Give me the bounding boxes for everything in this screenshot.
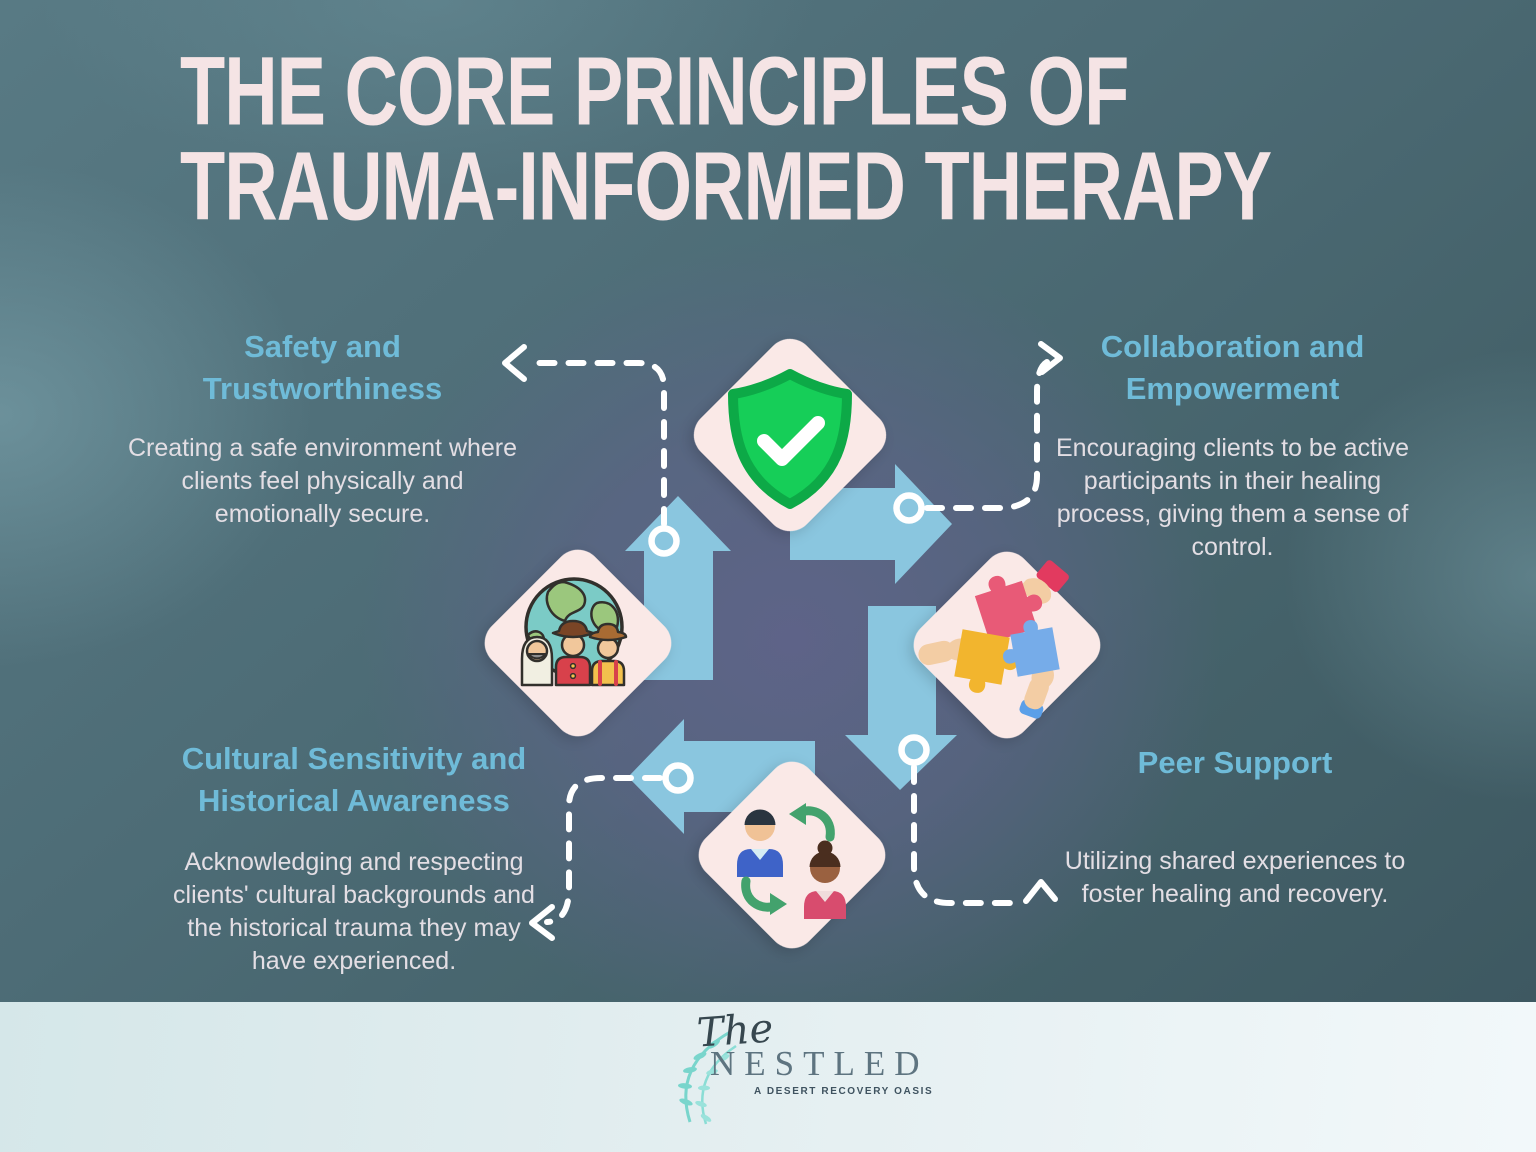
globe-diversity-icon — [520, 577, 628, 687]
page-title: THE CORE PRINCIPLES OF TRAUMA-INFORMED T… — [180, 36, 1272, 235]
connector-peer-support — [898, 734, 1058, 906]
connector-cultural — [529, 762, 694, 941]
puzzle-teamwork-icon — [918, 560, 1069, 719]
leaf-branch-icon — [678, 1030, 737, 1125]
principle-cultural-body: Acknowledging and respecting clients' cu… — [173, 848, 535, 975]
brand-logo: The NESTLED A DESERT RECOVERY OASIS — [642, 1005, 962, 1142]
principle-safety: Safety and Trustworthiness Creating a sa… — [115, 326, 530, 531]
heading-line: Peer Support — [1137, 745, 1333, 780]
principle-safety-body: Creating a safe environment where client… — [127, 434, 518, 528]
heading-line: Safety and — [244, 329, 401, 364]
brand-tagline: A DESERT RECOVERY OASIS — [754, 1086, 934, 1097]
heading-line: Trustworthiness — [202, 371, 443, 406]
connector-collaboration — [893, 341, 1063, 524]
page-title-line1: THE CORE PRINCIPLES OF — [180, 36, 1129, 146]
principle-cultural: Cultural Sensitivity and Historical Awar… — [143, 738, 565, 978]
principle-collaboration-body: Encouraging clients to be active partici… — [1056, 434, 1409, 561]
heading-line: Empowerment — [1125, 371, 1340, 406]
shield-check-icon — [728, 369, 852, 509]
people-exchange-icon — [737, 803, 846, 919]
connector-safety — [502, 344, 680, 557]
brand-name: NESTLED — [710, 1044, 929, 1083]
principle-peer-support: Peer Support Utilizing shared experience… — [1025, 742, 1445, 911]
principle-peer-support-heading: Peer Support — [1025, 742, 1445, 784]
heading-line: Collaboration and — [1100, 329, 1365, 364]
heading-line: Cultural Sensitivity and — [181, 741, 527, 776]
page-title-line2: TRAUMA-INFORMED THERAPY — [180, 131, 1272, 241]
footer-band: The NESTLED A DESERT RECOVERY OASIS — [0, 1002, 1536, 1152]
principle-peer-support-body: Utilizing shared experiences to foster h… — [1064, 847, 1406, 908]
principle-cultural-heading: Cultural Sensitivity and Historical Awar… — [143, 738, 565, 822]
connectors — [502, 341, 1063, 941]
principle-collaboration: Collaboration and Empowerment Encouragin… — [1025, 326, 1440, 564]
principle-safety-heading: Safety and Trustworthiness — [115, 326, 530, 410]
principle-collaboration-heading: Collaboration and Empowerment — [1025, 326, 1440, 410]
heading-line: Historical Awareness — [198, 783, 510, 818]
